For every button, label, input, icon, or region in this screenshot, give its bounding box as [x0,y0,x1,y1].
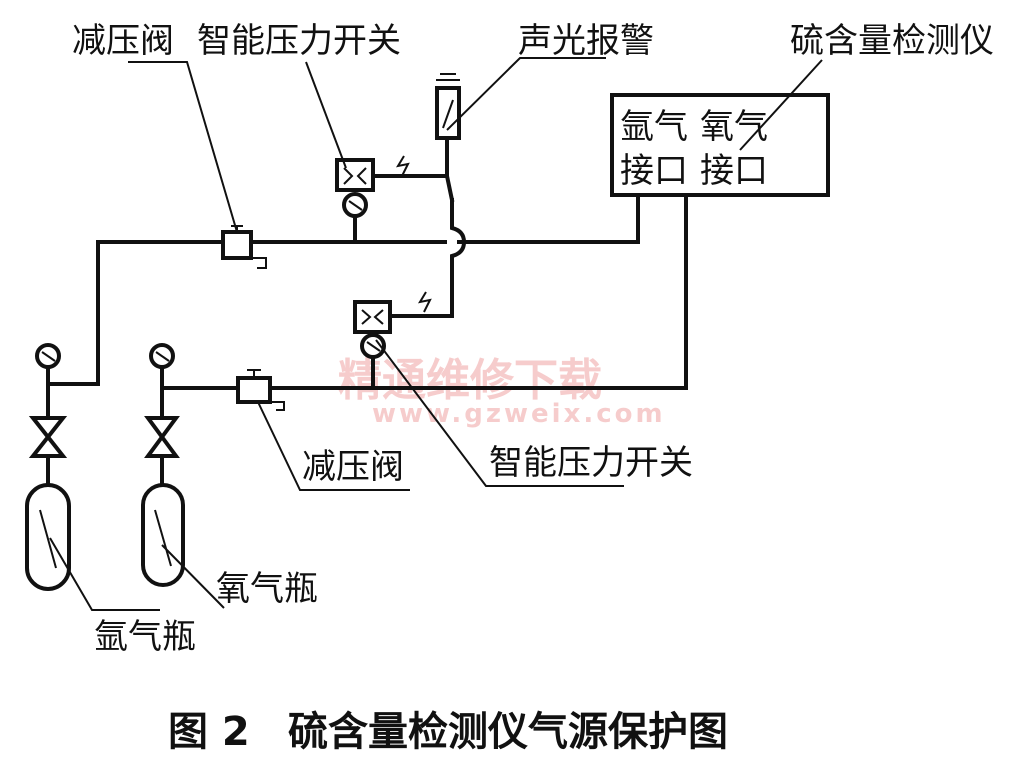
gas-cylinder-icon [141,483,185,587]
pressure-switch-label-top: 智能压力开关 [197,21,401,61]
watermark-url: www.gzweix.com [372,399,666,429]
analyzer-label: 硫含量检测仪 [790,21,994,61]
pressure-gauge-icon [149,343,175,369]
port-a-label: 接口 [620,151,688,191]
lightning-icon [417,291,432,313]
valve-icon [144,416,180,458]
pressure-switch-label-bottom: 智能压力开关 [489,443,693,483]
oxygen-bottle-label: 氧气瓶 [216,569,318,609]
leader-lines [49,57,823,611]
argon-bottle-label: 氩气瓶 [94,617,196,657]
valve-icon [28,416,68,458]
pressure-reducer-icon [221,225,267,269]
lightning-icon [395,155,410,177]
argon-pipeline [48,193,640,386]
pressure-switch-icon [353,300,392,390]
oxygen-cylinder [141,343,185,587]
gas-cylinder-icon [25,483,71,591]
reducer-label-bottom: 减压阀 [302,447,404,487]
pressure-switch-icon [335,158,375,244]
oxygen-pipeline [160,193,688,390]
reducer-label-top: 减压阀 [72,21,174,61]
port-b-label: 接口 [700,151,768,191]
figure-number: 图 2 [168,709,250,755]
argon-cylinder [25,343,71,591]
watermark-text: 精通维修下载 [338,355,602,406]
oxygen-port-label: 氧气 [700,107,768,147]
pressure-reducer-icon [236,369,285,411]
alarm-lamp-icon [435,73,461,140]
figure-title: 硫含量检测仪气源保护图 [288,709,728,755]
alarm-branch [371,136,455,203]
argon-port-label: 氩气 [620,107,688,147]
sulfur-analyzer-box: 氩气 氧气 接口 接口 [610,93,830,197]
alarm-label: 声光报警 [518,21,654,61]
pressure-gauge-icon [35,343,61,369]
